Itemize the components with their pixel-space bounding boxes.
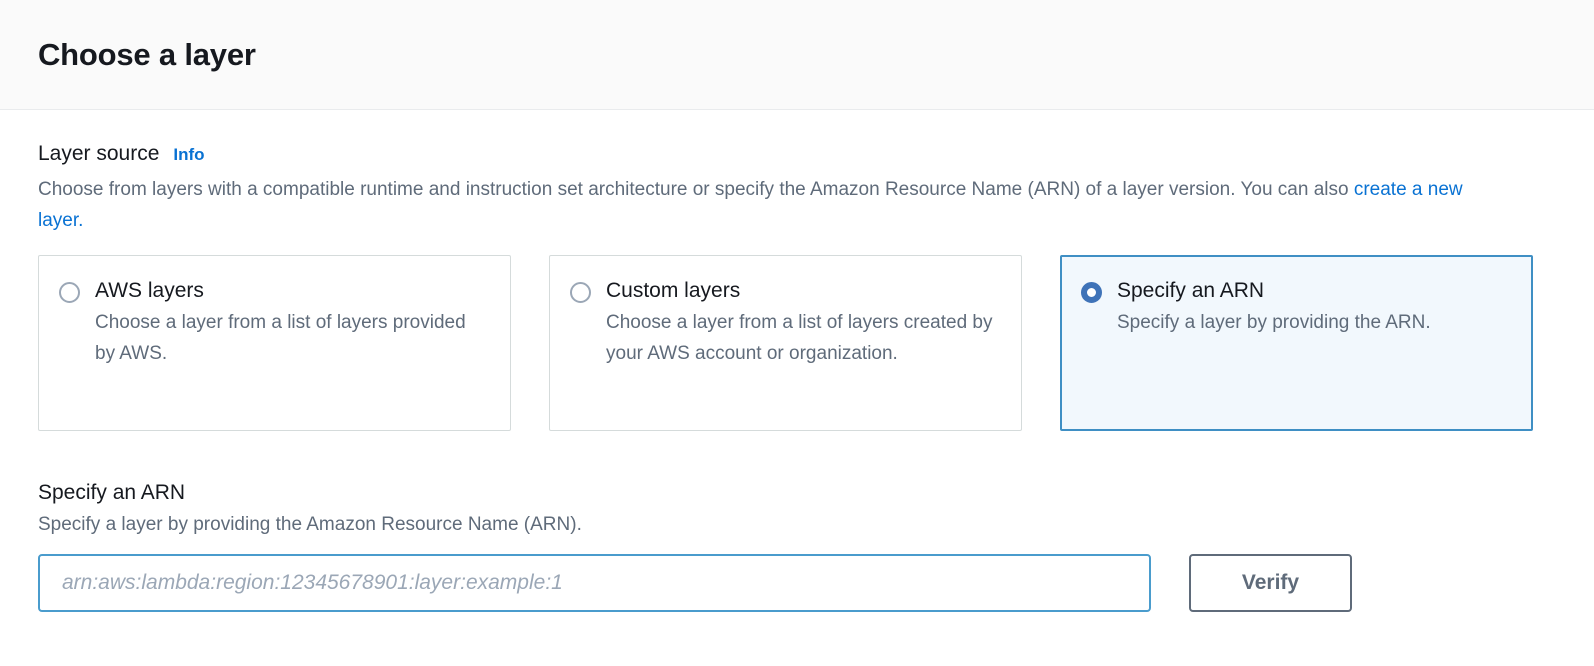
radio-tile-aws-layers-title: AWS layers xyxy=(95,278,204,302)
arn-input-row: Verify xyxy=(38,553,1556,612)
verify-button[interactable]: Verify xyxy=(1189,553,1352,612)
layer-source-options: AWS layers Choose a layer from a list of… xyxy=(38,254,1556,431)
radio-tile-custom-layers-description: Choose a layer from a list of layers cre… xyxy=(606,312,993,365)
radio-tile-custom-layers-text: Custom layers Choose a layer from a list… xyxy=(606,278,1001,430)
layer-source-description-text: Choose from layers with a compatible run… xyxy=(38,179,1354,201)
page-title: Choose a layer xyxy=(38,36,256,72)
layer-source-description: Choose from layers with a compatible run… xyxy=(38,175,1498,237)
radio-tile-specify-arn-description: Specify a layer by providing the ARN. xyxy=(1117,312,1431,334)
radio-tile-custom-layers[interactable]: Custom layers Choose a layer from a list… xyxy=(549,254,1022,431)
arn-input[interactable] xyxy=(38,553,1151,612)
radio-tile-specify-arn-text: Specify an ARN Specify a layer by provid… xyxy=(1117,278,1512,429)
radio-tile-specify-arn-title: Specify an ARN xyxy=(1117,278,1265,302)
radio-icon-aws-layers[interactable] xyxy=(59,281,80,303)
arn-section-description: Specify a layer by providing the Amazon … xyxy=(38,514,582,536)
arn-section: Specify an ARN Specify a layer by provid… xyxy=(38,479,1556,612)
info-link[interactable]: Info xyxy=(173,145,205,164)
arn-section-heading: Specify an ARN xyxy=(38,480,186,504)
radio-tile-custom-layers-title: Custom layers xyxy=(606,278,741,302)
radio-tile-aws-layers[interactable]: AWS layers Choose a layer from a list of… xyxy=(38,254,511,431)
radio-icon-specify-arn[interactable] xyxy=(1081,281,1102,303)
radio-icon-custom-layers[interactable] xyxy=(570,281,591,303)
modal-body: Layer source Info Choose from layers wit… xyxy=(0,110,1594,612)
layer-source-label: Layer source xyxy=(38,142,160,165)
layer-source-label-row: Layer source Info xyxy=(38,140,1556,167)
modal-header: Choose a layer xyxy=(0,0,1594,110)
radio-tile-specify-arn[interactable]: Specify an ARN Specify a layer by provid… xyxy=(1060,254,1533,431)
radio-tile-aws-layers-text: AWS layers Choose a layer from a list of… xyxy=(95,278,490,430)
create-new-layer-link[interactable]: create a new layer. xyxy=(38,179,1463,232)
radio-tile-aws-layers-description: Choose a layer from a list of layers pro… xyxy=(95,312,466,365)
